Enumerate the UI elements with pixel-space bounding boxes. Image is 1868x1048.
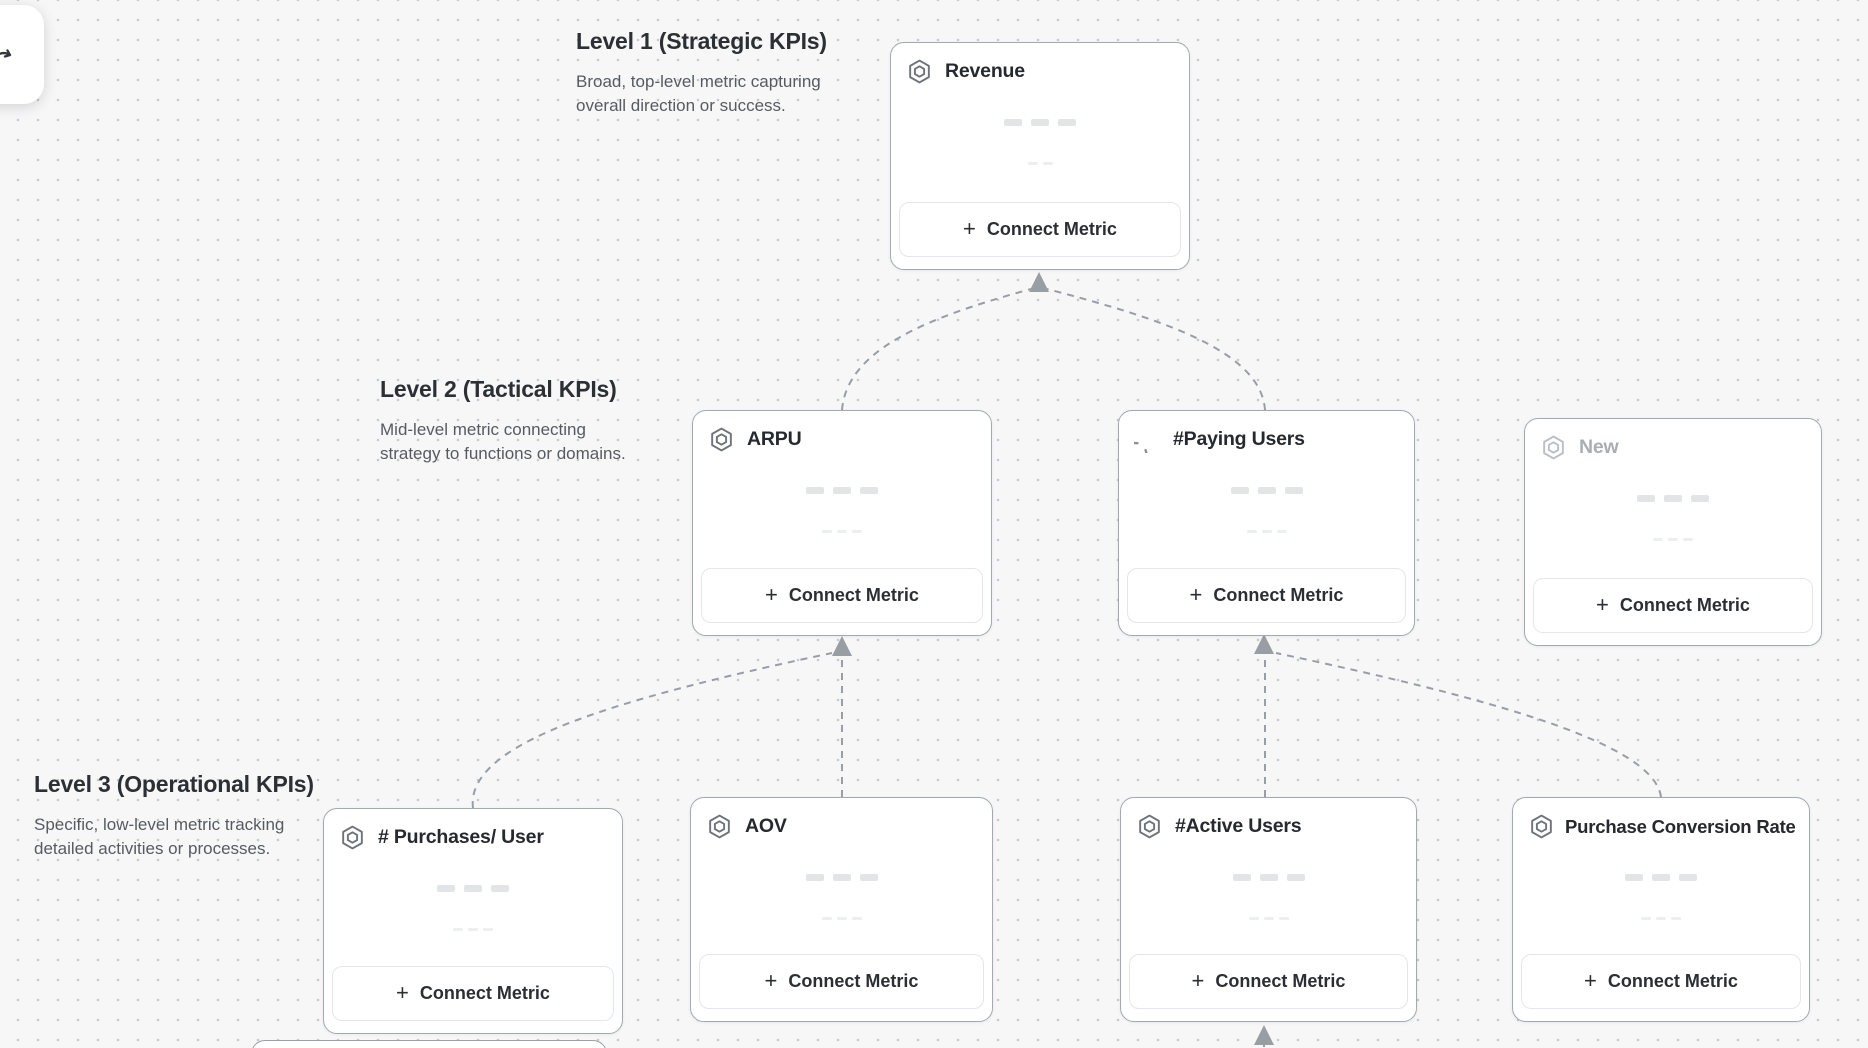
level-3-label: Level 3 (Operational KPIs) Specific, low…	[34, 771, 314, 861]
plus-icon: +	[1596, 591, 1609, 617]
connect-metric-button[interactable]: + Connect Metric	[699, 954, 984, 1009]
floating-toolbar-panel[interactable]	[0, 5, 44, 104]
card-header: Revenue	[906, 58, 1179, 85]
metric-card-title: Revenue	[945, 60, 1025, 82]
metric-card-title: ARPU	[747, 428, 802, 450]
plus-icon: +	[396, 979, 409, 1005]
metric-card-title: New	[1579, 436, 1619, 458]
level-2-label: Level 2 (Tactical KPIs) Mid-level metric…	[380, 376, 626, 466]
level-3-title: Level 3 (Operational KPIs)	[34, 771, 314, 797]
plus-icon: +	[1584, 967, 1597, 993]
metric-card-title: #Active Users	[1175, 815, 1302, 837]
metric-card-arpu[interactable]: ARPU + Connect Metric	[692, 410, 992, 636]
metric-card-new[interactable]: New + Connect Metric	[1524, 418, 1822, 646]
hexagon-badge-icon	[1528, 813, 1555, 840]
skeleton-placeholder-row	[891, 119, 1189, 126]
connect-metric-label: Connect Metric	[788, 971, 919, 991]
skeleton-placeholder-row	[324, 885, 622, 892]
spinner-icon	[1134, 426, 1161, 453]
hexagon-badge-icon	[1136, 813, 1163, 840]
skeleton-placeholder-dashes	[1119, 530, 1414, 533]
skeleton-placeholder-row	[691, 874, 992, 881]
connect-metric-button[interactable]: + Connect Metric	[1129, 954, 1408, 1009]
plus-icon: +	[1191, 967, 1205, 993]
connect-metric-button[interactable]: + Connect Metric	[1521, 954, 1801, 1009]
hexagon-badge-icon	[1540, 434, 1567, 461]
level-2-description: Mid-level metric connecting strategy to …	[380, 418, 626, 466]
plus-icon: +	[963, 215, 976, 241]
skeleton-placeholder-dashes	[324, 928, 622, 931]
metric-card-purchase-conversion-rate[interactable]: Purchase Conversion Rate + Connect Metri…	[1512, 797, 1810, 1022]
skeleton-placeholder-row	[1513, 874, 1809, 881]
metric-card-paying-users[interactable]: #Paying Users + Connect Metric	[1118, 410, 1415, 636]
skeleton-placeholder-dashes	[1513, 917, 1809, 920]
connect-metric-label: Connect Metric	[1607, 971, 1738, 991]
level-1-label: Level 1 (Strategic KPIs) Broad, top-leve…	[576, 28, 827, 118]
card-header: #Paying Users	[1134, 426, 1404, 453]
plus-icon: +	[765, 581, 778, 607]
connect-metric-button[interactable]: + Connect Metric	[332, 966, 614, 1021]
connect-metric-button[interactable]: + Connect Metric	[701, 568, 983, 623]
hexagon-badge-icon	[906, 58, 933, 85]
card-header: New	[1540, 434, 1811, 461]
metric-card-aov[interactable]: AOV + Connect Metric	[690, 797, 993, 1022]
plus-icon: +	[1189, 581, 1203, 607]
hexagon-badge-icon	[708, 426, 735, 453]
card-header: # Purchases/ User	[339, 824, 612, 851]
connect-metric-label: Connect Metric	[788, 585, 919, 605]
skeleton-placeholder-dashes	[891, 162, 1189, 165]
level-3-description-line2: detailed activities or processes.	[34, 839, 271, 858]
skeleton-placeholder-row	[1121, 874, 1416, 881]
card-header: #Active Users	[1136, 813, 1406, 840]
skeleton-placeholder-row	[1525, 495, 1821, 502]
skeleton-placeholder-dashes	[691, 917, 992, 920]
metric-card-title: Purchase Conversion Rate	[1565, 815, 1796, 837]
connect-metric-label: Connect Metric	[1213, 585, 1344, 605]
skeleton-placeholder-dashes	[693, 530, 991, 533]
metric-card-partial-offscreen[interactable]	[251, 1040, 607, 1048]
connect-metric-label: Connect Metric	[419, 983, 550, 1003]
skeleton-placeholder-row	[693, 487, 991, 494]
card-header: Purchase Conversion Rate	[1528, 813, 1799, 840]
skeleton-placeholder-dashes	[1525, 538, 1821, 541]
level-3-description-line1: Specific, low-level metric tracking	[34, 815, 285, 834]
card-header: AOV	[706, 813, 982, 840]
level-1-title: Level 1 (Strategic KPIs)	[576, 28, 827, 54]
connect-metric-label: Connect Metric	[986, 219, 1117, 239]
metric-card-revenue[interactable]: Revenue + Connect Metric	[890, 42, 1190, 270]
plus-icon: +	[764, 967, 778, 993]
level-3-description: Specific, low-level metric tracking deta…	[34, 813, 314, 861]
level-2-title: Level 2 (Tactical KPIs)	[380, 376, 617, 402]
connect-metric-label: Connect Metric	[1619, 595, 1750, 615]
card-header: ARPU	[708, 426, 981, 453]
connect-metric-button[interactable]: + Connect Metric	[899, 202, 1181, 257]
skeleton-placeholder-dashes	[1121, 917, 1416, 920]
hexagon-badge-icon	[339, 824, 366, 851]
metric-card-title: # Purchases/ User	[378, 826, 544, 848]
connect-metric-button[interactable]: + Connect Metric	[1127, 568, 1406, 623]
skeleton-placeholder-row	[1119, 487, 1414, 494]
metric-card-title: #Paying Users	[1173, 428, 1305, 450]
connect-metric-label: Connect Metric	[1215, 971, 1346, 991]
level-1-description-line2: overall direction or success.	[576, 96, 786, 115]
metric-card-active-users[interactable]: #Active Users + Connect Metric	[1120, 797, 1417, 1022]
connect-metric-button[interactable]: + Connect Metric	[1533, 578, 1813, 633]
level-1-description: Broad, top-level metric capturing overal…	[576, 70, 827, 118]
level-2-description-line1: Mid-level metric connecting	[380, 420, 586, 439]
metric-card-purchases-per-user[interactable]: # Purchases/ User + Connect Metric	[323, 808, 623, 1034]
metric-card-title: AOV	[745, 815, 787, 837]
level-1-description-line1: Broad, top-level metric capturing	[576, 72, 821, 91]
hexagon-badge-icon	[706, 813, 733, 840]
cursor-arrow-icon	[0, 49, 12, 58]
level-2-description-line2: strategy to functions or domains.	[380, 444, 626, 463]
